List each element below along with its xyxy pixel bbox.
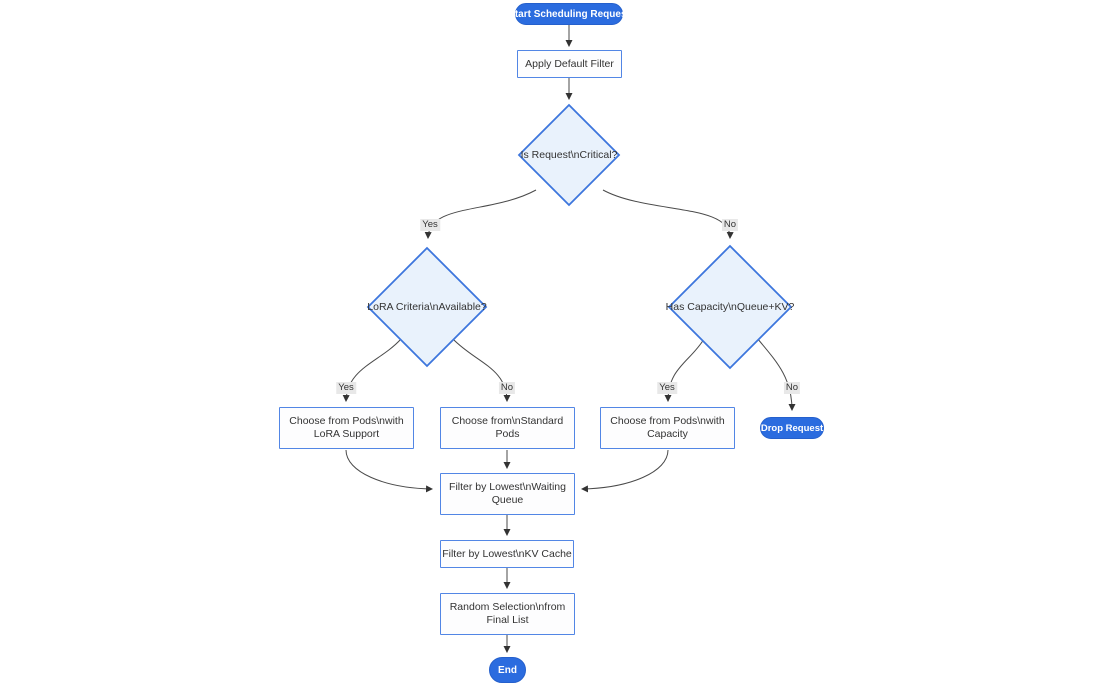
node-choose-pods-capacity: Choose from Pods\nwith Capacity — [600, 407, 735, 449]
node-label-line2: Final List — [486, 614, 529, 626]
node-label-line1: Filter by Lowest\nWaiting — [449, 481, 566, 493]
node-random-selection-final-list: Random Selection\nfrom Final List — [440, 593, 575, 635]
node-label-line1: Random Selection\nfrom — [449, 601, 566, 613]
node-end: End — [489, 657, 526, 683]
node-choose-standard-pods: Choose from\nStandard Pods — [440, 407, 575, 449]
node-label-line1: Choose from\nStandard — [451, 415, 564, 427]
node-apply-default-filter: Apply Default Filter — [517, 50, 622, 78]
edge-capacitypods-to-filterqueue — [580, 449, 669, 493]
node-drop-request: Drop Request — [760, 417, 824, 439]
node-choose-pods-lora-support: Choose from Pods\nwith LoRA Support — [279, 407, 414, 449]
node-has-capacity-queue-kv: Has Capacity\nQueue+KV? — [665, 244, 795, 370]
node-label: Has Capacity\nQueue+KV? — [665, 301, 795, 313]
edge-label-capacity-no: No — [783, 382, 801, 394]
node-is-request-critical: Is Request\nCritical? — [517, 103, 621, 207]
node-label-line2: Capacity — [647, 428, 688, 440]
edge-label-lora-yes: Yes — [336, 382, 356, 394]
edge-label-critical-yes: Yes — [420, 219, 440, 231]
edge-lorapods-to-filterqueue — [345, 449, 434, 493]
node-label-line1: Choose from Pods\nwith — [289, 415, 404, 427]
edge-label-lora-no: No — [498, 382, 516, 394]
node-label: Is Request\nCritical? — [520, 149, 618, 161]
node-filter-lowest-waiting-queue: Filter by Lowest\nWaiting Queue — [440, 473, 575, 515]
node-label: LoRA Criteria\nAvailable? — [367, 301, 487, 313]
edge-critical-no — [602, 189, 734, 240]
edge-label-critical-no: No — [721, 219, 739, 231]
node-label-line2: LoRA Support — [313, 428, 380, 440]
edge-capacity-no — [756, 337, 796, 412]
node-filter-lowest-kv-cache: Filter by Lowest\nKV Cache — [440, 540, 574, 568]
edge-label-capacity-yes: Yes — [657, 382, 677, 394]
node-lora-criteria-available: LoRA Criteria\nAvailable? — [366, 246, 488, 368]
node-label-line1: Choose from Pods\nwith — [610, 415, 725, 427]
node-start: Start Scheduling Request — [508, 3, 630, 25]
node-label-line2: Queue — [491, 494, 524, 506]
node-label-line2: Pods — [495, 428, 520, 440]
